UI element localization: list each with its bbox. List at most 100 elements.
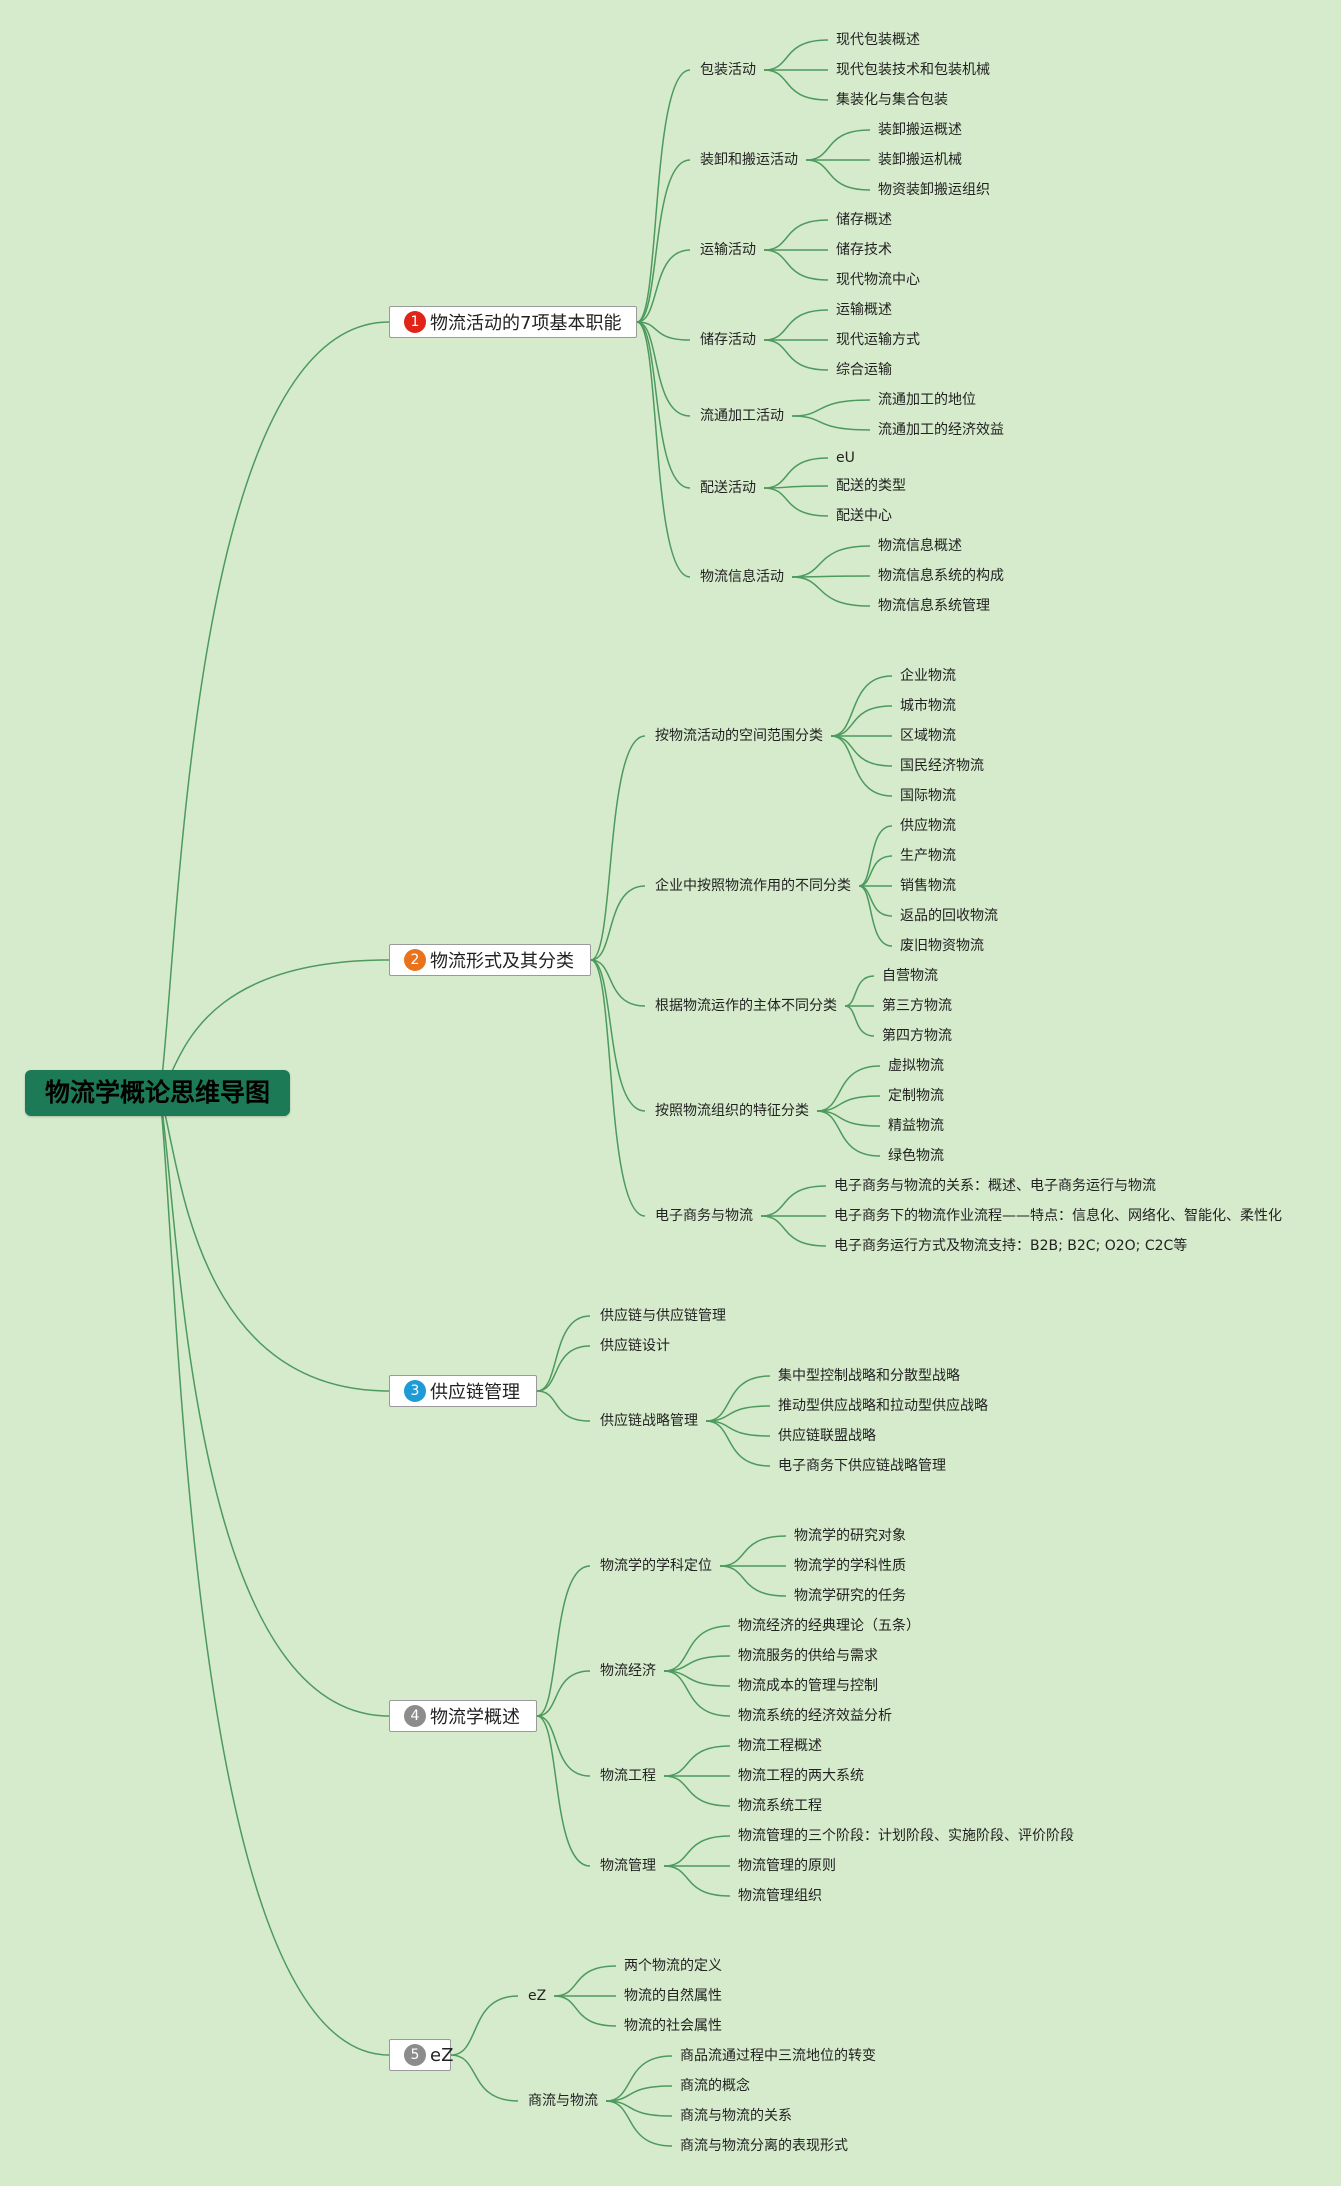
leaf-node[interactable]: 第四方物流 [882, 1028, 952, 1044]
leaf-node[interactable]: 现代物流中心 [836, 272, 920, 288]
connector-line [159, 1094, 390, 2056]
leaf-node[interactable]: 物流工程的两大系统 [738, 1768, 864, 1784]
leaf-node[interactable]: 绿色物流 [888, 1148, 944, 1164]
leaf-node[interactable]: 物流工程概述 [738, 1738, 822, 1754]
topic-node[interactable]: 物流学的学科定位 [600, 1558, 712, 1574]
root-node[interactable]: 物流学概论思维导图 [25, 1070, 290, 1116]
leaf-node[interactable]: 废旧物资物流 [900, 938, 984, 954]
topic-node[interactable]: 物流信息活动 [700, 569, 784, 585]
leaf-node[interactable]: 物流成本的管理与控制 [738, 1678, 878, 1694]
topic-node[interactable]: 根据物流运作的主体不同分类 [655, 998, 837, 1014]
leaf-node[interactable]: 商品流通过程中三流地位的转变 [680, 2048, 876, 2064]
leaf-node[interactable]: 集中型控制战略和分散型战略 [778, 1368, 960, 1384]
leaf-node[interactable]: 物流的自然属性 [624, 1988, 722, 2004]
leaf-node[interactable]: 推动型供应战略和拉动型供应战略 [778, 1398, 988, 1414]
connector-line [705, 1420, 771, 1437]
connector-line [844, 1005, 875, 1037]
connector-line [763, 485, 829, 489]
leaf-node[interactable]: 流通加工的地位 [878, 392, 976, 408]
topic-node[interactable]: 流通加工活动 [700, 408, 784, 424]
leaf-node[interactable]: 储存概述 [836, 212, 892, 228]
topic-node[interactable]: 供应链设计 [600, 1338, 670, 1354]
leaf-node[interactable]: 物流信息系统管理 [878, 598, 990, 614]
leaf-node[interactable]: 物流学研究的任务 [794, 1588, 906, 1604]
topic-node[interactable]: 供应链与供应链管理 [600, 1308, 726, 1324]
leaf-node[interactable]: 两个物流的定义 [624, 1958, 722, 1974]
leaf-node[interactable]: 装卸搬运机械 [878, 152, 962, 168]
leaf-node[interactable]: 商流的概念 [680, 2078, 750, 2094]
leaf-node[interactable]: 运输概述 [836, 302, 892, 318]
leaf-node[interactable]: 返品的回收物流 [900, 908, 998, 924]
connector-line [858, 855, 893, 887]
topic-node[interactable]: 储存活动 [700, 332, 756, 348]
leaf-node[interactable]: eU [836, 450, 855, 466]
leaf-node[interactable]: 销售物流 [900, 878, 956, 894]
leaf-node[interactable]: 自营物流 [882, 968, 938, 984]
leaf-node[interactable]: 虚拟物流 [888, 1058, 944, 1074]
leaf-node[interactable]: 国民经济物流 [900, 758, 984, 774]
leaf-node[interactable]: 综合运输 [836, 362, 892, 378]
leaf-node[interactable]: 供应物流 [900, 818, 956, 834]
leaf-node[interactable]: 物流的社会属性 [624, 2018, 722, 2034]
topic-node[interactable]: 供应链战略管理 [600, 1413, 698, 1429]
leaf-node[interactable]: 物流管理组织 [738, 1888, 822, 1904]
leaf-node[interactable]: 物流信息系统的构成 [878, 568, 1004, 584]
leaf-node[interactable]: 商流与物流的关系 [680, 2108, 792, 2124]
leaf-node[interactable]: 配送中心 [836, 508, 892, 524]
leaf-node[interactable]: 物流服务的供给与需求 [738, 1648, 878, 1664]
leaf-node[interactable]: 储存技术 [836, 242, 892, 258]
connector-line [590, 959, 646, 1112]
leaf-node[interactable]: 物流管理的原则 [738, 1858, 836, 1874]
leaf-node[interactable]: 物流管理的三个阶段：计划阶段、实施阶段、评价阶段 [738, 1828, 1074, 1844]
topic-node[interactable]: 按物流活动的空间范围分类 [655, 728, 823, 744]
topic-node[interactable]: 装卸和搬运活动 [700, 152, 798, 168]
leaf-node[interactable]: 物流学的学科性质 [794, 1558, 906, 1574]
topic-node[interactable]: 物流经济 [600, 1663, 656, 1679]
leaf-node[interactable]: 现代包装概述 [836, 32, 920, 48]
leaf-node[interactable]: 现代包装技术和包装机械 [836, 62, 990, 78]
leaf-node[interactable]: 城市物流 [900, 698, 956, 714]
topic-node[interactable]: 物流工程 [600, 1768, 656, 1784]
leaf-node[interactable]: 第三方物流 [882, 998, 952, 1014]
topic-node[interactable]: eZ [528, 1988, 547, 2004]
leaf-node[interactable]: 物资装卸搬运组织 [878, 182, 990, 198]
leaf-node[interactable]: 电子商务运行方式及物流支持：B2B; B2C; O2O; C2C等 [834, 1238, 1188, 1254]
leaf-node[interactable]: 精益物流 [888, 1118, 944, 1134]
connector-line [536, 1715, 591, 1867]
leaf-node[interactable]: 生产物流 [900, 848, 956, 864]
leaf-node[interactable]: 商流与物流分离的表现形式 [680, 2138, 848, 2154]
leaf-node[interactable]: 定制物流 [888, 1088, 944, 1104]
leaf-node[interactable]: 电子商务下的物流作业流程——特点：信息化、网络化、智能化、柔性化 [834, 1208, 1282, 1224]
leaf-node[interactable]: 区域物流 [900, 728, 956, 744]
leaf-node[interactable]: 物流经济的经典理论（五条） [738, 1618, 920, 1634]
topic-node[interactable]: 配送活动 [700, 480, 756, 496]
leaf-node[interactable]: 集装化与集合包装 [836, 92, 948, 108]
leaf-node[interactable]: 装卸搬运概述 [878, 122, 962, 138]
leaf-node[interactable]: 物流系统的经济效益分析 [738, 1708, 892, 1724]
leaf-node[interactable]: 供应链联盟战略 [778, 1428, 876, 1444]
leaf-node[interactable]: 配送的类型 [836, 478, 906, 494]
topic-node[interactable]: 电子商务与物流 [655, 1208, 753, 1224]
topic-node[interactable]: 企业中按照物流作用的不同分类 [655, 878, 851, 894]
connector-line [791, 575, 871, 578]
topic-node[interactable]: 物流管理 [600, 1858, 656, 1874]
leaf-node[interactable]: 国际物流 [900, 788, 956, 804]
leaf-node[interactable]: 现代运输方式 [836, 332, 920, 348]
topic-node[interactable]: 包装活动 [700, 62, 756, 78]
topic-node[interactable]: 商流与物流 [528, 2093, 598, 2109]
leaf-node[interactable]: 物流学的研究对象 [794, 1528, 906, 1544]
leaf-node[interactable]: 流通加工的经济效益 [878, 422, 1004, 438]
leaf-node[interactable]: 电子商务下供应链战略管理 [778, 1458, 946, 1474]
topic-node[interactable]: 运输活动 [700, 242, 756, 258]
leaf-node[interactable]: 物流系统工程 [738, 1798, 822, 1814]
topic-node[interactable]: 按照物流组织的特征分类 [655, 1103, 809, 1119]
connector-line [805, 159, 871, 191]
leaf-node[interactable]: 电子商务与物流的关系：概述、电子商务运行与物流 [834, 1178, 1156, 1194]
leaf-node[interactable]: 物流信息概述 [878, 538, 962, 554]
leaf-node[interactable]: 企业物流 [900, 668, 956, 684]
